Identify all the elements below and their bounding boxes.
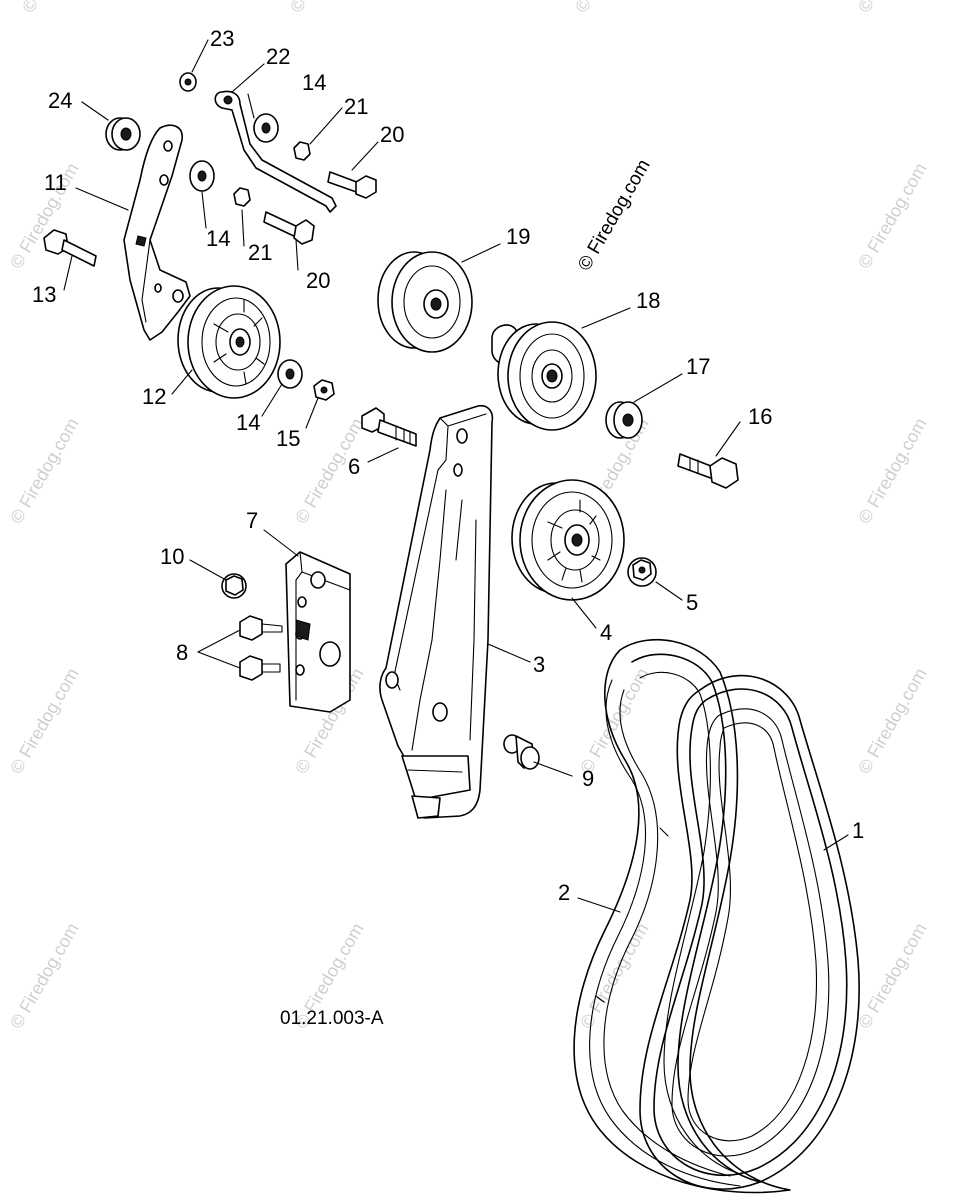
watermark: © Firedog.com: [6, 920, 82, 1032]
bolt-6[interactable]: [361, 407, 417, 447]
rod-22[interactable]: [214, 90, 337, 213]
callout-14b: 14: [206, 226, 230, 251]
callout-13: 13: [32, 282, 56, 307]
pulley-12[interactable]: [177, 285, 281, 399]
pulley-19[interactable]: [377, 251, 473, 353]
watermark: © Firedog.com: [18, 0, 94, 16]
nut-15[interactable]: [313, 379, 335, 401]
watermark: © Firedog.com: [6, 415, 82, 527]
callout-8: 8: [176, 640, 188, 665]
callout-18: 18: [636, 288, 660, 313]
callout-21a: 21: [344, 94, 368, 119]
callout-21b: 21: [248, 240, 272, 265]
watermark: © Firedog.com: [854, 160, 930, 272]
watermark: © Firedog.com: [286, 0, 362, 16]
callout-10: 10: [160, 544, 184, 569]
arm-bracket-11[interactable]: [123, 124, 191, 341]
callout-19: 19: [506, 224, 530, 249]
belt-2[interactable]: [573, 638, 791, 1194]
washer-14-lower[interactable]: [277, 359, 303, 389]
pulley-4[interactable]: [511, 479, 625, 601]
idler-bracket-3[interactable]: [379, 404, 494, 819]
watermark: © Firedog.com: [571, 0, 647, 16]
nut-10[interactable]: [221, 573, 247, 599]
watermark: © Firedog.com: [854, 665, 930, 777]
callout-12: 12: [142, 384, 166, 409]
callout-20b: 20: [306, 268, 330, 293]
callouts: 1 2 3 4 5 6 7 8 9 10 11 12 13 14 14 14 1…: [32, 26, 864, 905]
callout-24: 24: [48, 88, 72, 113]
spacer-17[interactable]: [605, 401, 643, 439]
callout-20a: 20: [380, 122, 404, 147]
callout-11: 11: [44, 170, 67, 195]
nut-21-upper[interactable]: [293, 141, 311, 161]
watermark-dark: © Firedog.com: [574, 156, 655, 275]
watermark: © Firedog.com: [854, 0, 930, 16]
bolt-16[interactable]: [677, 453, 739, 489]
watermark: © Firedog.com: [854, 415, 930, 527]
bolt-13[interactable]: [43, 229, 97, 267]
callout-16: 16: [748, 404, 772, 429]
callout-14c: 14: [236, 410, 260, 435]
watermark: © Firedog.com: [576, 920, 652, 1032]
callout-23: 23: [210, 26, 234, 51]
pulley-18[interactable]: [491, 321, 597, 431]
callout-6: 6: [348, 454, 360, 479]
plate-7[interactable]: [285, 551, 351, 713]
bolt-20-upper[interactable]: [327, 171, 377, 199]
callout-7: 7: [246, 508, 258, 533]
callout-15: 15: [276, 426, 300, 451]
callout-14a: 14: [302, 70, 326, 95]
screws-8[interactable]: [239, 615, 283, 681]
callout-1: 1: [852, 818, 864, 843]
washer-14-upper[interactable]: [253, 113, 279, 143]
callout-22: 22: [266, 44, 290, 69]
watermark: © Firedog.com: [854, 920, 930, 1032]
callout-2: 2: [558, 880, 570, 905]
washer-14-middle[interactable]: [189, 160, 215, 192]
leader-lines: [63, 39, 849, 913]
callout-3: 3: [533, 652, 545, 677]
nut-21-lower[interactable]: [233, 187, 251, 207]
belt-1[interactable]: [639, 674, 860, 1190]
callout-4: 4: [600, 620, 612, 645]
drawing-number: 01.21.003-A: [280, 1008, 384, 1029]
callout-17: 17: [686, 354, 710, 379]
watermark: © Firedog.com: [576, 665, 652, 777]
spacer-24[interactable]: [105, 117, 141, 151]
pin-9[interactable]: [503, 734, 540, 770]
watermark: © Firedog.com: [6, 665, 82, 777]
callout-9: 9: [582, 766, 594, 791]
callout-5: 5: [686, 590, 698, 615]
lockwasher-23[interactable]: [179, 72, 197, 92]
nut-5[interactable]: [627, 557, 657, 587]
bolt-20-lower[interactable]: [263, 211, 315, 245]
